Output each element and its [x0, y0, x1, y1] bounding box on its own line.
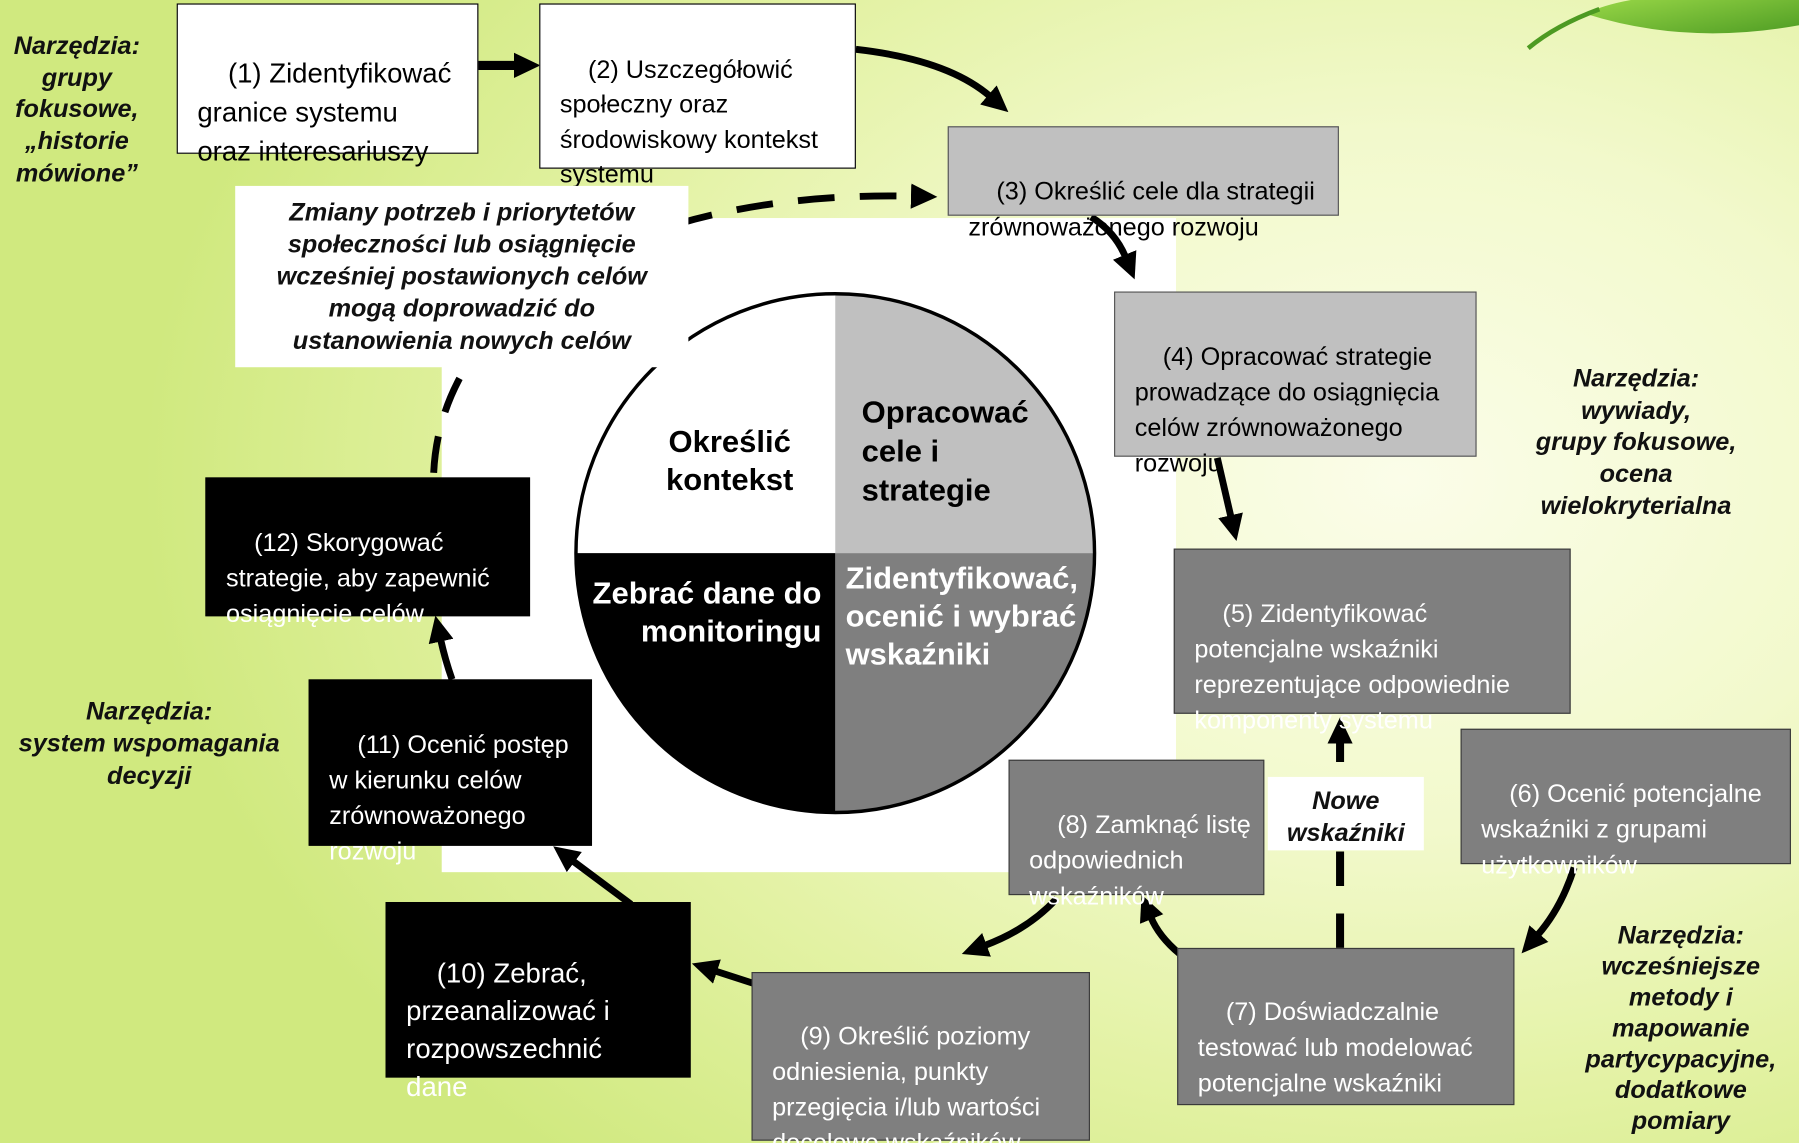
step-12-label: (12) Skorygować strategie, aby zapewnić …: [226, 527, 490, 628]
arrow-step9-to-step10: [691, 959, 755, 987]
step-8-box: (8) Zamknąć listę odpowiednich wskaźnikó…: [1008, 759, 1265, 910]
step-8-label: (8) Zamknąć listę odpowiednich wskaźnikó…: [1029, 810, 1251, 911]
cycle-pie: [574, 292, 1097, 815]
quadrant-monitoring-label: Zebrać dane do monitoringu: [592, 576, 822, 649]
quadrant-goals-label: Opracować cele i strategie: [861, 394, 1029, 508]
quadrant-indicators: [835, 553, 1095, 813]
arrow-step8-to-step9: [961, 896, 1060, 957]
step-3-box: (3) Określić cele dla strategii zrównowa…: [947, 126, 1339, 241]
quadrant-indicators-label: Zidentyfikować, ocenić i wybrać wskaźnik…: [845, 561, 1078, 672]
tools-note-left: Narzędzia: system wspomagania decyzji: [18, 696, 280, 790]
tools-note-right: Narzędzia: wywiady, grupy fokusowe, ocen…: [1535, 363, 1737, 520]
quadrant-monitoring: [575, 553, 836, 813]
step-4-box: (4) Opracować strategie prowadzące do os…: [1114, 291, 1477, 477]
tools-note-bottom-right: Narzędzia: wcześniejsze metody i mapowan…: [1585, 920, 1777, 1135]
step-9-box: (9) Określić poziomy odniesienia, punkty…: [751, 972, 1090, 1143]
step-9-label: (9) Określić poziomy odniesienia, punkty…: [772, 1021, 1041, 1143]
step-7-box: (7) Doświadczalnie testować lub modelowa…: [1177, 947, 1515, 1106]
pie-outline: [574, 292, 1097, 815]
arrow-step10-to-step11: [553, 846, 634, 908]
step-3-label: (3) Określić cele dla strategii zrównowa…: [968, 176, 1315, 241]
quadrant-context-label: Określić kontekst: [665, 424, 794, 497]
leaf-stem: [1526, 7, 1601, 50]
step-10-label: (10) Zebrać, przeanalizować i rozpowszec…: [406, 958, 610, 1103]
arrow-step3-to-step4: [1089, 213, 1137, 280]
step-5-label: (5) Zidentyfikować potencjalne wskaźniki…: [1194, 599, 1511, 735]
feedback-note: Zmiany potrzeb i priorytetów społecznośc…: [235, 185, 689, 368]
step-6-box: (6) Ocenić potencjalne wskaźniki z grupa…: [1460, 728, 1791, 879]
quadrant-context: [575, 293, 836, 554]
quadrant-goals: [835, 293, 1095, 554]
step-7-label: (7) Doświadczalnie testować lub modelowa…: [1197, 997, 1473, 1098]
tools-note-top-left: Narzędzia: grupy fokusowe, „historie mów…: [13, 30, 140, 187]
arrow-step11-to-step12: [428, 615, 456, 681]
arrow-step7-to-step8: [1139, 894, 1182, 957]
arrow-step2-to-step3: [855, 45, 1009, 113]
new-indicators-label: Nowe wskaźniki: [1267, 776, 1424, 851]
step-1-label: (1) Zidentyfikować granice systemu oraz …: [197, 58, 452, 168]
step-2-label: (2) Uszczegółowić społeczny oraz środowi…: [559, 54, 819, 189]
step-11-box: (11) Ocenić postęp w kierunku celów zrów…: [308, 679, 593, 865]
step-2-box: (2) Uszczegółowić społeczny oraz środowi…: [539, 3, 856, 188]
step-4-label: (4) Opracować strategie prowadzące do os…: [1134, 341, 1440, 478]
step-10-box: (10) Zebrać, przeanalizować i rozpowszec…: [385, 902, 691, 1103]
step-6-label: (6) Ocenić potencjalne wskaźniki z grupa…: [1481, 779, 1762, 880]
arrow-step6-to-step7: [1521, 866, 1578, 954]
leaf-blade: [1585, 0, 1799, 34]
arrow-step4-to-step5: [1213, 457, 1243, 542]
step-11-label: (11) Ocenić postęp w kierunku celów zrów…: [329, 729, 569, 866]
leaf-decoration: [1526, 0, 1799, 50]
step-12-box: (12) Skorygować strategie, aby zapewnić …: [205, 477, 531, 628]
step-5-box: (5) Zidentyfikować potencjalne wskaźniki…: [1173, 548, 1571, 734]
step-1-box: (1) Zidentyfikować granice systemu oraz …: [176, 3, 479, 168]
